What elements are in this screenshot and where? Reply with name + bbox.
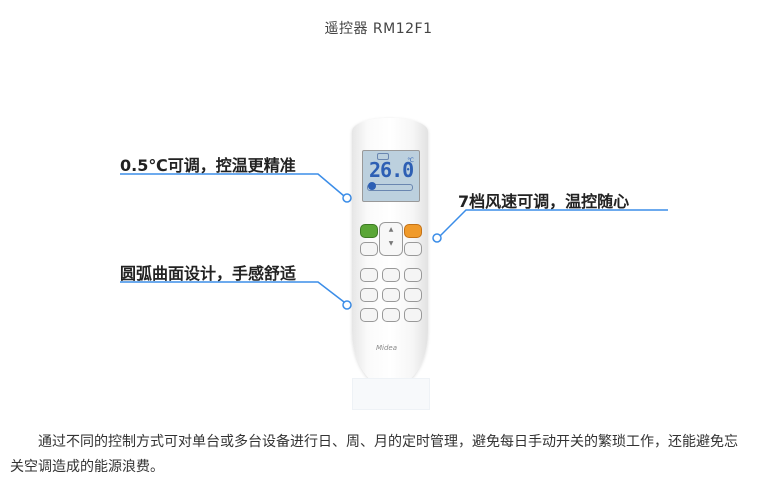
- remote-button: [404, 268, 422, 282]
- callout-line-2: [432, 209, 668, 243]
- temperature-readout: 26.0: [369, 158, 414, 182]
- fan-button: [404, 242, 422, 256]
- description-paragraph: 通过不同的控制方式可对单台或多台设备进行日、周、月的定时管理，避免每日手动开关的…: [10, 434, 738, 475]
- page-title: 遥控器 RM12F1: [324, 21, 433, 37]
- remote-button: [360, 288, 378, 302]
- remote-button: [360, 308, 378, 322]
- mode-indicator: [377, 153, 389, 160]
- feature-temperature-precision: 0.5℃可调，控温更精准: [120, 156, 296, 175]
- mode-button: [360, 242, 378, 256]
- remote-button: [404, 288, 422, 302]
- lcd-display: 26.0 ℃: [362, 150, 420, 202]
- remote-button: [382, 308, 400, 322]
- power-button: [360, 224, 378, 238]
- remote-button: [382, 288, 400, 302]
- function-button: [404, 224, 422, 238]
- fan-icon: [368, 182, 376, 190]
- remote-button: [382, 268, 400, 282]
- brand-logo: Midea: [376, 344, 398, 352]
- remote-holder-base: [352, 378, 430, 410]
- feature-ergonomic-design: 圆弧曲面设计，手感舒适: [120, 264, 297, 283]
- remote-control-image: 26.0 ℃ ▲ ▼ Midea: [352, 118, 428, 388]
- remote-button: [404, 308, 422, 322]
- up-arrow-icon: ▲: [388, 226, 394, 233]
- down-arrow-icon: ▼: [388, 240, 394, 247]
- celsius-unit: ℃: [407, 157, 414, 164]
- callout-line-3: [120, 281, 352, 310]
- callout-line-1: [120, 173, 352, 203]
- feature-fan-speed: 7档风速可调，温控随心: [458, 192, 630, 211]
- remote-button: [360, 268, 378, 282]
- temperature-rocker: ▲ ▼: [379, 222, 403, 256]
- fan-speed-bar: [367, 184, 413, 191]
